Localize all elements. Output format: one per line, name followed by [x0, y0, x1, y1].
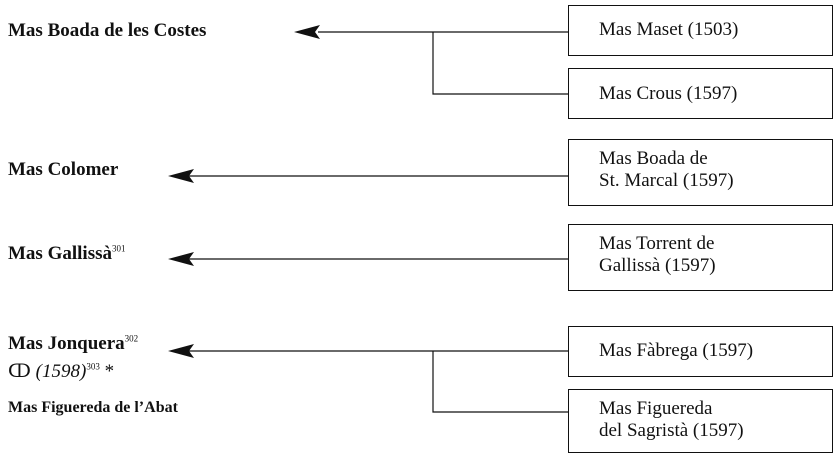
- box-line-1: Mas Torrent de: [599, 233, 715, 254]
- label-text: Mas Gallissà: [8, 243, 112, 264]
- footnote-ref: 302: [124, 333, 139, 344]
- marriage-year: (1598): [35, 361, 87, 382]
- label-boada-costes: Mas Boada de les Costes: [8, 20, 206, 42]
- box-line-2: Gallissà (1597): [599, 255, 716, 276]
- label-figuereda-abat: Mas Figuereda de l’Abat: [8, 397, 178, 419]
- box-line-2: del Sagristà (1597): [599, 420, 744, 441]
- box-mas-crous: Mas Crous (1597): [568, 68, 833, 119]
- box-line-1: Mas Crous (1597): [599, 83, 738, 104]
- label-jonquera: Mas Jonquera302: [8, 333, 138, 355]
- label-gallissa: Mas Gallissà301: [8, 243, 125, 265]
- label-colomer: Mas Colomer: [8, 159, 118, 181]
- arrowhead-colomer: [168, 169, 194, 183]
- box-mas-fabrega: Mas Fàbrega (1597): [568, 326, 833, 377]
- box-line-1: Mas Boada de: [599, 148, 708, 169]
- label-text: Mas Boada de les Costes: [8, 20, 207, 41]
- arrowhead-boada-costes: [294, 25, 320, 39]
- footnote-ref: 301: [111, 243, 126, 254]
- box-mas-torrent-gallissa: Mas Torrent de Gallissà (1597): [568, 224, 833, 291]
- box-line-2: St. Marcal (1597): [599, 170, 734, 191]
- box-line-1: Mas Maset (1503): [599, 19, 739, 40]
- label-text: Mas Jonquera: [8, 333, 125, 354]
- box-line-1: Mas Figuereda: [599, 398, 713, 419]
- asterisk: *: [104, 361, 115, 382]
- arrowhead-jonquera: [168, 344, 194, 358]
- marriage-note: ↀ (1598)303 *: [8, 361, 114, 383]
- box-mas-figuereda-sagrista: Mas Figuereda del Sagristà (1597): [568, 389, 833, 453]
- box-line-1: Mas Fàbrega (1597): [599, 340, 754, 361]
- box-mas-boada-st-marcal: Mas Boada de St. Marcal (1597): [568, 139, 833, 206]
- arrowhead-gallissa: [168, 252, 194, 266]
- marriage-symbol: ↀ: [8, 361, 31, 382]
- label-text: Mas Colomer: [8, 159, 119, 180]
- connector-figuereda: [432, 351, 568, 413]
- footnote-ref: 303: [86, 361, 100, 372]
- connector-crous: [432, 32, 568, 95]
- box-mas-maset: Mas Maset (1503): [568, 5, 833, 56]
- label-text: Mas Figuereda de l’Abat: [8, 399, 178, 416]
